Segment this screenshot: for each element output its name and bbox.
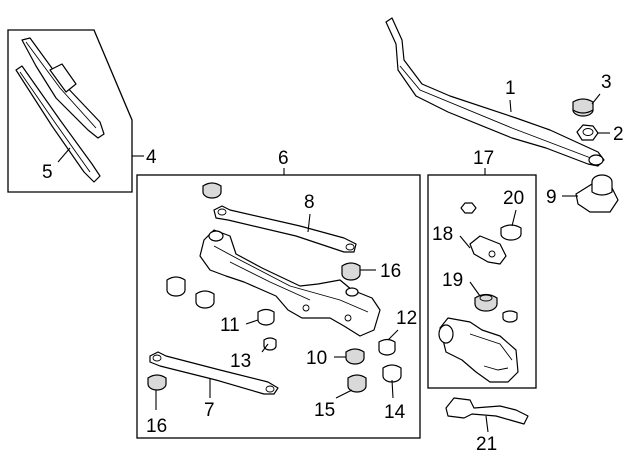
motor-box <box>427 174 537 389</box>
callout-18: 18 <box>432 224 453 245</box>
callout-8: 8 <box>304 192 315 213</box>
motor-group <box>427 174 537 389</box>
callout-13: 13 <box>230 351 251 372</box>
link-rod-upper <box>213 205 357 253</box>
callout-5: 5 <box>42 162 53 183</box>
grommet-16-top <box>341 262 361 281</box>
wiring-harness <box>445 397 529 425</box>
seal-19 <box>474 293 498 312</box>
callout-6: 6 <box>278 148 289 169</box>
callout-2: 2 <box>613 124 624 145</box>
callout-16-top: 16 <box>380 261 401 282</box>
callout-labels: 1 2 3 4 5 6 7 8 9 10 11 12 13 14 15 16 1… <box>42 72 624 455</box>
arm-cap <box>572 98 594 117</box>
bushing-12 <box>378 338 396 356</box>
callout-20: 20 <box>503 188 524 209</box>
callout-21: 21 <box>476 434 497 455</box>
bushing-b <box>195 290 215 309</box>
wiper-motor <box>439 317 519 383</box>
callout-19: 19 <box>442 270 463 291</box>
bushing-15 <box>347 374 367 393</box>
grommet-16-bottom <box>147 374 167 391</box>
callout-15: 15 <box>314 400 335 421</box>
callout-16-bottom: 16 <box>146 416 167 437</box>
wiper-blade-group <box>7 29 133 193</box>
callout-4: 4 <box>146 147 157 168</box>
wiper-arm <box>385 17 605 167</box>
link-rod-lower <box>149 351 279 395</box>
pivot-cap <box>575 174 619 213</box>
wiper-arm-group <box>385 17 619 213</box>
callout-9: 9 <box>546 187 557 208</box>
grommet <box>202 182 222 199</box>
blade-rubber-insert <box>15 65 101 183</box>
bushing-11 <box>257 308 275 326</box>
callout-11: 11 <box>220 315 240 336</box>
callout-3: 3 <box>601 72 612 93</box>
bushing-14 <box>382 364 402 383</box>
leader-lines <box>57 93 610 433</box>
bushing-10 <box>345 348 365 365</box>
bushing-a <box>166 276 186 297</box>
callout-10: 10 <box>306 348 327 369</box>
motor-nut <box>460 202 477 214</box>
callout-14: 14 <box>384 402 406 423</box>
callout-1: 1 <box>505 78 516 99</box>
crank-arm <box>469 235 507 265</box>
callout-12: 12 <box>396 308 417 329</box>
small-bushing <box>502 310 518 323</box>
arm-nut <box>576 124 599 141</box>
bushing-13 <box>263 337 277 351</box>
linkage-group <box>136 174 421 439</box>
wiper-frame <box>199 229 381 337</box>
callout-17: 17 <box>473 148 494 169</box>
callout-7: 7 <box>204 400 215 421</box>
linkage-box <box>136 174 421 439</box>
cap-20 <box>500 224 522 241</box>
